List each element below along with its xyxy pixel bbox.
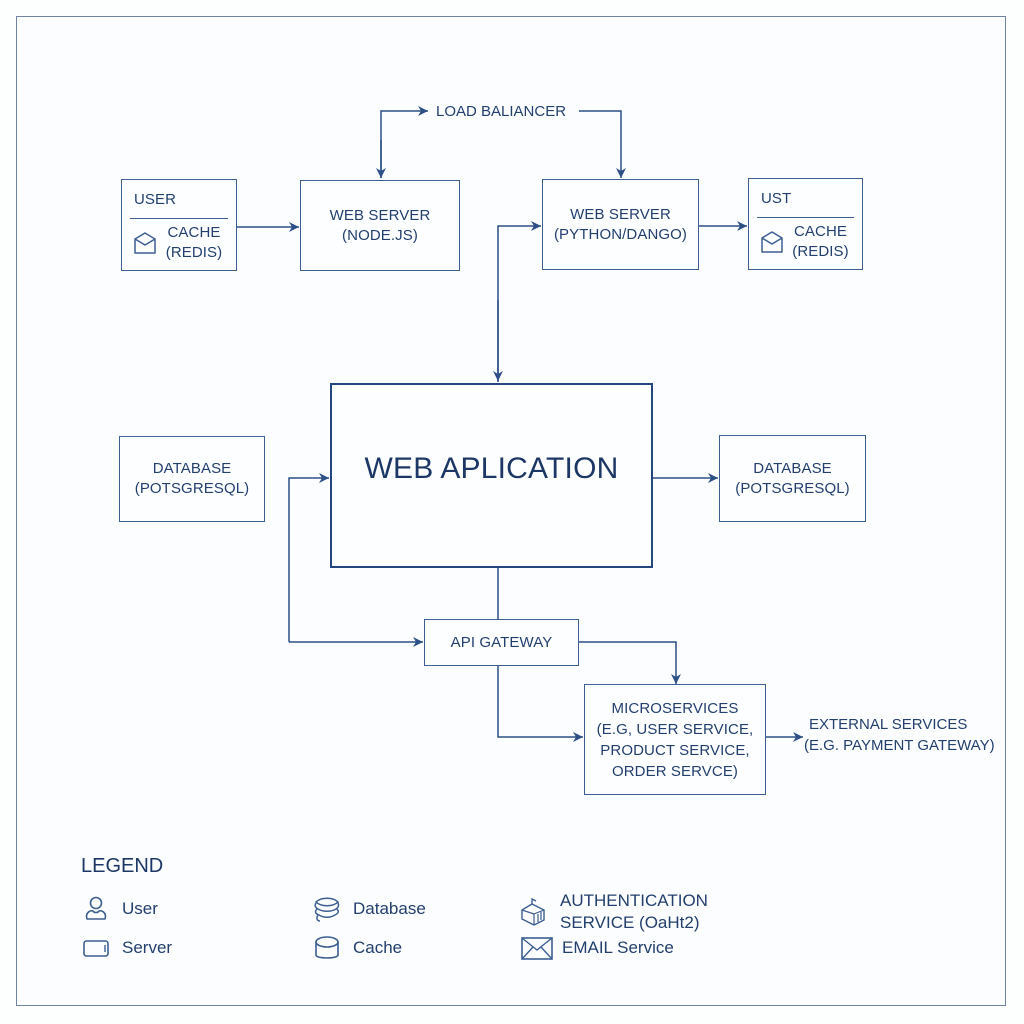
user-cache-line2: (REDIS) — [165, 244, 223, 261]
legend-item-auth: AUTHENTICATION SERVICE (OaHt2) — [520, 890, 708, 934]
divider — [757, 217, 854, 218]
legend-user-label: User — [122, 899, 158, 918]
ust-cache-line1: CACHE — [793, 223, 847, 240]
web-server-python-line2: (PYTHON/DANGO) — [553, 225, 688, 243]
ust-cache-box-right[interactable]: UST CACHE (REDIS) — [748, 178, 863, 270]
legend-auth-line1: AUTHENTICATION — [560, 891, 708, 910]
web-application-label: WEB APLICATION — [364, 452, 619, 485]
user-cache-box-left[interactable]: USER CACHE (REDIS) — [121, 179, 237, 271]
database-icon — [314, 897, 340, 922]
web-server-node-line1: WEB SERVER — [329, 206, 431, 224]
database-left-line1: DATABASE — [152, 460, 232, 477]
microservices-box[interactable]: MICROSERVICES (E.G, USER SERVICE, PRODUC… — [584, 684, 766, 795]
legend-auth-label: AUTHENTICATION SERVICE (OaHt2) — [560, 890, 708, 934]
auth-service-icon — [521, 898, 545, 926]
legend-item-server: Server — [82, 934, 172, 962]
email-icon — [521, 937, 553, 960]
database-left-box[interactable]: DATABASE (POTSGRESQL) — [119, 436, 265, 522]
load-balancer-label: LOAD BALIANCER — [436, 103, 567, 120]
legend-item-email: EMAIL Service — [520, 934, 674, 962]
ust-cache-header: UST — [761, 190, 792, 207]
legend-server-label: Server — [122, 938, 173, 957]
web-application-box[interactable]: WEB APLICATION — [330, 383, 653, 568]
database-right-box[interactable]: DATABASE (POTSGRESQL) — [719, 435, 866, 522]
database-right-line2: (POTSGRESQL) — [735, 479, 850, 497]
legend-auth-line2: SERVICE (OaHt2) — [560, 913, 700, 932]
cache-box-icon — [761, 231, 783, 253]
database-right-line1: DATABASE — [753, 459, 832, 477]
ust-cache-line2: (REDIS) — [792, 243, 849, 260]
legend-item-database: Database — [313, 895, 426, 923]
web-server-python-box[interactable]: WEB SERVER (PYTHON/DANGO) — [542, 179, 699, 270]
divider — [130, 218, 228, 219]
web-server-python-line1: WEB SERVER — [570, 205, 671, 223]
external-services-label: EXTERNAL SERVICES (E.G. PAYMENT GATEWAY) — [804, 714, 995, 756]
user-icon — [85, 896, 107, 920]
web-server-node-box[interactable]: WEB SERVER (NODE.JS) — [300, 180, 460, 271]
user-cache-line1: CACHE — [167, 224, 221, 241]
user-cache-header: USER — [134, 191, 177, 208]
legend-cache-label: Cache — [353, 938, 403, 957]
web-server-node-line2: (NODE.JS) — [342, 226, 418, 244]
legend-item-user: User — [82, 895, 158, 923]
cache-icon — [315, 936, 339, 959]
api-gateway-label: API GATEWAY — [450, 633, 553, 651]
external-services-line2: (E.G. PAYMENT GATEWAY) — [804, 737, 995, 754]
legend-item-cache: Cache — [313, 934, 402, 962]
legend-title: LEGEND — [81, 855, 164, 877]
api-gateway-box[interactable]: API GATEWAY — [424, 619, 579, 666]
microservices-line2: (E.G, USER SERVICE, — [596, 720, 754, 738]
microservices-line4: ORDER SERVCE) — [611, 762, 739, 780]
server-icon — [83, 940, 109, 957]
legend-email-label: EMAIL Service — [562, 938, 674, 957]
microservices-line1: MICROSERVICES — [611, 699, 739, 717]
cache-box-icon — [134, 232, 156, 254]
legend-database-label: Database — [353, 899, 426, 918]
external-services-line1: EXTERNAL SERVICES — [809, 716, 968, 733]
database-left-line2: (POTSGRESQL) — [134, 480, 250, 497]
microservices-line3: PRODUCT SERVICE, — [600, 741, 750, 759]
